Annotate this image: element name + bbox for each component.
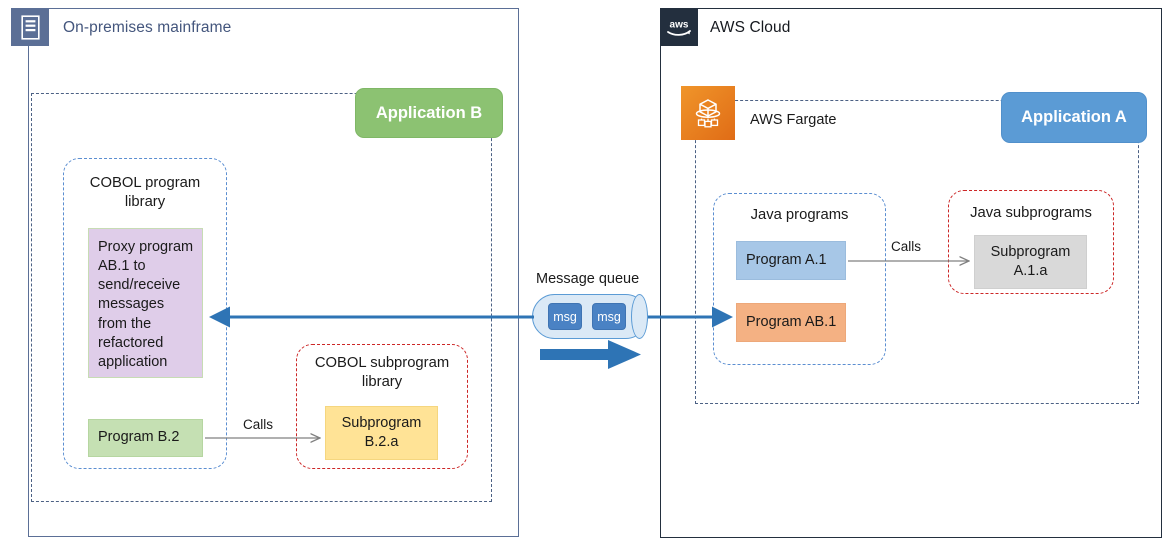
aws-fargate-label: AWS Fargate	[750, 112, 837, 128]
message-chip[interactable]: msg	[592, 303, 626, 330]
cobol-subprogram-library-title: COBOL subprogram library	[314, 355, 450, 390]
message-chip-label: msg	[553, 309, 577, 324]
calls-label-left: Calls	[243, 417, 274, 432]
java-subprograms-title: Java subprograms	[970, 205, 1092, 221]
program-ab1-box[interactable]: Program AB.1	[736, 303, 846, 342]
cobol-subprogram-library-container	[296, 344, 468, 469]
aws-fargate-icon	[681, 86, 735, 140]
queue-flow-arrow	[540, 340, 641, 369]
subprogram-a1a-box[interactable]: Subprogram A.1.a	[974, 235, 1087, 289]
program-b2-box[interactable]: Program B.2	[88, 419, 203, 457]
application-b-container	[31, 93, 492, 502]
java-subprograms-container	[948, 190, 1114, 294]
message-queue-label: Message queue	[536, 271, 640, 287]
calls-label-right: Calls	[891, 239, 922, 254]
message-chip-label: msg	[597, 309, 621, 324]
aws-logo-icon: aws	[660, 8, 698, 46]
svg-text:aws: aws	[670, 20, 689, 31]
application-b-badge[interactable]: Application B	[355, 88, 503, 138]
message-chip[interactable]: msg	[548, 303, 582, 330]
mainframe-icon	[11, 8, 49, 46]
cobol-program-library-title: COBOL program library	[89, 175, 201, 210]
application-a-badge[interactable]: Application A	[1001, 92, 1147, 143]
subprogram-b2a-box[interactable]: Subprogram B.2.a	[325, 406, 438, 460]
proxy-program-box[interactable]: Proxy program AB.1 to send/receive messa…	[88, 228, 203, 378]
message-queue-cap	[631, 294, 648, 339]
aws-fargate-container	[695, 100, 1139, 404]
aws-cloud-label: AWS Cloud	[710, 19, 791, 36]
on-premises-label: On-premises mainframe	[63, 19, 232, 36]
java-programs-container	[713, 193, 886, 365]
program-a1-box[interactable]: Program A.1	[736, 241, 846, 280]
java-programs-title: Java programs	[750, 207, 849, 223]
